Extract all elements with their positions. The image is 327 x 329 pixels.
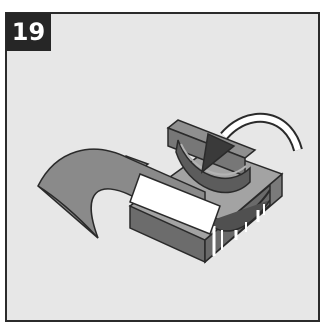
step-number: 19 [12,18,45,46]
step-number-badge: 19 [6,13,51,51]
